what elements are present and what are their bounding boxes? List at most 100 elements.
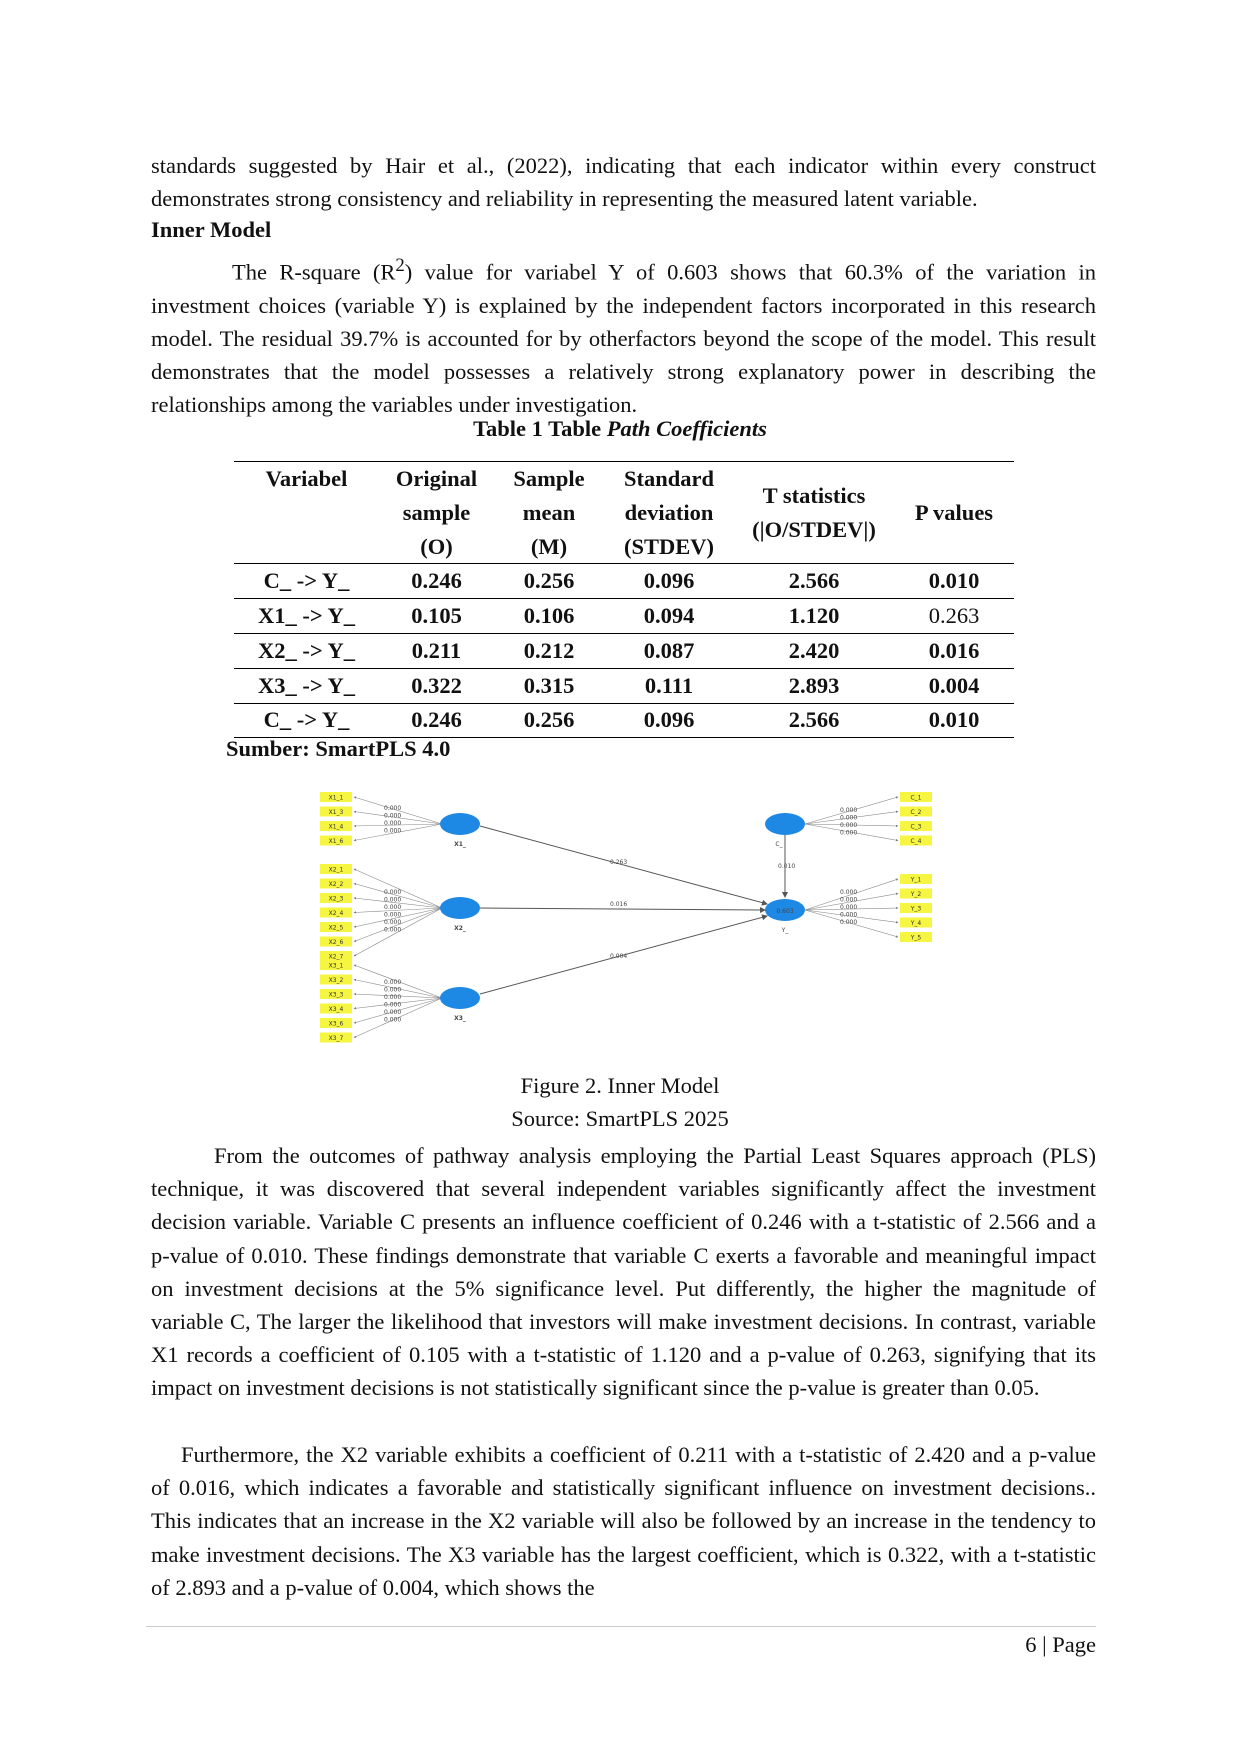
table-row: X2_ -> Y_ 0.211 0.212 0.087 2.420 0.016 xyxy=(234,633,1014,669)
loading-value: 0.000 xyxy=(384,1017,401,1024)
indicator-label: X2_1 xyxy=(329,867,344,874)
node-label: X2_ xyxy=(454,925,466,932)
loading-arrow xyxy=(804,906,899,911)
indicator-label: X2_5 xyxy=(329,925,344,932)
loading-value: 0.000 xyxy=(840,830,857,837)
cell-stdev: 0.087 xyxy=(643,637,695,663)
node-label: Y_ xyxy=(781,927,790,934)
indicator-box xyxy=(900,917,932,928)
indicator-label: C_4 xyxy=(910,838,921,845)
loading-value: 0.000 xyxy=(384,828,401,835)
section-heading-inner-model: Inner Model xyxy=(151,217,272,242)
loading-arrow xyxy=(353,997,443,1010)
indicator-box xyxy=(900,932,932,942)
node-label: C_ xyxy=(775,841,783,848)
indicator-label: X2_7 xyxy=(329,954,344,961)
cell-mean: 0.212 xyxy=(523,637,575,663)
cell-original: 0.211 xyxy=(411,637,462,663)
cell-pvalue: 0.010 xyxy=(928,707,980,733)
indicator-box xyxy=(320,922,352,932)
loading-value: 0.000 xyxy=(384,904,401,911)
header-t-statistics: T statistics (|O/STDEV|) xyxy=(734,462,894,564)
cell-variabel: X2_ -> Y_ xyxy=(258,637,355,663)
loading-arrow xyxy=(353,897,443,909)
header-original-l1: Original xyxy=(395,466,478,491)
loading-arrow xyxy=(353,978,443,999)
r-square-value: 0.603 xyxy=(776,908,793,915)
indicator-label: X1_6 xyxy=(329,838,344,845)
path-coefficients-table: Variabel Original sample (O) Sample mean… xyxy=(234,461,1014,738)
cell-mean: 0.256 xyxy=(523,707,575,733)
table-header-row: Variabel Original sample (O) Sample mean… xyxy=(234,461,1014,564)
header-sample-mean: Sample mean (M) xyxy=(494,462,604,564)
indicator-box xyxy=(900,903,932,913)
table-row: C_ -> Y_ 0.246 0.256 0.096 2.566 0.010 xyxy=(234,564,1014,599)
loading-arrow xyxy=(804,892,899,911)
loading-arrow xyxy=(804,909,899,938)
loading-value: 0.000 xyxy=(384,805,401,812)
loading-arrow xyxy=(353,907,443,928)
header-p-values: P values xyxy=(914,499,994,525)
indicator-box xyxy=(320,792,352,802)
cell-tstat: 2.893 xyxy=(788,672,840,698)
indicator-box xyxy=(320,878,352,889)
loading-arrow xyxy=(353,907,443,942)
loading-value: 0.000 xyxy=(840,807,857,814)
indicator-label: X3_7 xyxy=(329,1035,344,1042)
cell-stdev: 0.096 xyxy=(643,568,695,594)
loading-value: 0.000 xyxy=(384,987,401,994)
cell-tstat: 2.420 xyxy=(788,637,840,663)
indicator-box xyxy=(320,835,352,846)
table-row: X3_ -> Y_ 0.322 0.315 0.111 2.893 0.004 xyxy=(234,668,1014,704)
indicator-box xyxy=(900,874,932,884)
loading-value: 0.000 xyxy=(384,927,401,934)
indicator-label: C_2 xyxy=(910,809,921,816)
cell-stdev: 0.094 xyxy=(643,603,695,629)
loading-arrow xyxy=(804,810,899,825)
page-number: 6 | Page xyxy=(1025,1632,1096,1657)
path-coefficient-label: 0.004 xyxy=(610,953,627,960)
latent-node xyxy=(765,813,805,835)
loading-arrow xyxy=(353,992,443,999)
cell-original: 0.246 xyxy=(411,568,462,594)
loading-value: 0.000 xyxy=(384,994,401,1001)
loading-arrow xyxy=(353,997,443,1038)
diagram-layer: X1_1X1_3X1_4X1_60.0000.0000.0000.000X1_X… xyxy=(320,792,932,1043)
header-original-l2: sample xyxy=(402,499,471,525)
table-caption: Table 1 Table Path Coefficients xyxy=(0,416,1240,442)
cell-stdev: 0.096 xyxy=(643,707,695,733)
indicator-box xyxy=(900,792,932,802)
results-paragraph-1: From the outcomes of pathway analysis em… xyxy=(151,1143,1096,1401)
indicator-label: Y_5 xyxy=(910,935,922,942)
node-label: X3_ xyxy=(454,1015,466,1022)
loading-arrow xyxy=(353,823,443,828)
cell-tstat: 2.566 xyxy=(788,568,840,594)
indicator-label: X1_3 xyxy=(329,809,344,816)
cell-tstat: 1.120 xyxy=(788,603,840,629)
loading-value: 0.000 xyxy=(384,1002,401,1009)
header-mean-l1: Sample xyxy=(513,466,585,491)
indicator-label: Y_2 xyxy=(910,891,922,898)
indicator-box xyxy=(320,1003,352,1014)
indicator-label: C_1 xyxy=(910,795,921,802)
indicator-box xyxy=(320,936,352,947)
indicator-box xyxy=(320,960,352,970)
header-original-sample: Original sample (O) xyxy=(379,462,494,564)
indicator-box xyxy=(320,893,352,903)
indicator-label: X1_1 xyxy=(329,795,344,802)
cell-mean: 0.315 xyxy=(523,672,575,698)
loading-value: 0.000 xyxy=(384,820,401,827)
loading-value: 0.000 xyxy=(840,912,857,919)
cell-pvalue: 0.004 xyxy=(928,672,980,698)
loading-arrow xyxy=(353,810,443,825)
cell-variabel: X3_ -> Y_ xyxy=(258,672,355,698)
loading-value: 0.000 xyxy=(384,897,401,904)
loading-arrow xyxy=(353,823,443,842)
path-arrow xyxy=(479,906,766,913)
results-paragraph-2: Furthermore, the X2 variable exhibits a … xyxy=(151,1442,1096,1600)
rsq-text-end: ) value for variabel Y of 0.603 shows th… xyxy=(151,259,1096,418)
indicator-label: Y_1 xyxy=(910,877,922,884)
latent-node xyxy=(765,899,805,921)
indicator-label: X3_2 xyxy=(329,977,344,984)
indicator-box xyxy=(320,806,352,817)
